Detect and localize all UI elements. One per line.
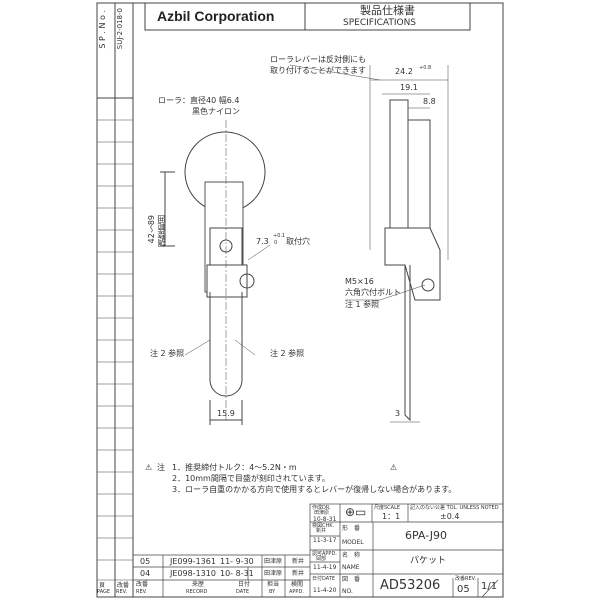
model-en: MODEL [342,539,364,546]
rev-row-date: 11- 9-30 [220,557,254,566]
notes-warning-icon: ⚠ [145,463,153,472]
appd-label: 認可APPD. [312,551,337,557]
no-en: NO. [342,588,353,595]
hole-tol-up: +0.1 [273,233,286,239]
model-value: 6PA-J90 [405,529,448,542]
rev-row-date: 10- 8-31 [220,569,254,578]
rev-row-appd: 新井 [292,558,305,565]
rev-row-appd: 新井 [292,570,305,577]
chk-label: 検図CHK. [312,523,335,529]
title-en: SPECIFICATIONS [343,18,417,28]
scale-value: 1：1 [382,512,401,521]
dim-range-label: 調整範囲 [157,215,166,247]
dim-3: 3 [395,409,401,418]
scale-label: 尺度SCALE [374,505,401,511]
bolt-size: M5×16 [345,277,374,286]
roller-material: 黒色ナイロン [192,107,240,116]
appd-date: 11-4-19 [313,564,337,571]
name-value: パケット [410,556,447,566]
dr-date: 10-8-31 [313,516,337,523]
dim-19: 19.1 [400,83,418,92]
hdr-by: 担当 [267,581,280,588]
note-1: 1．推奨締付トルク：4～5.2N・m [172,463,297,472]
rev-row-rev: 04 [140,569,151,578]
model-jp: 形 番 [342,525,361,532]
bolt-note: 注 1 参照 [345,300,380,309]
notes-marker: 注 [157,463,165,472]
roller-label: ローラ：直径40 幅6.4 [158,96,240,105]
rev-row-record: JE098-1310 [170,569,216,578]
hdr-record: 来歴 [192,581,205,588]
chk-name: 新井 [316,528,327,534]
warning-icon: ⚠ [390,463,398,472]
rev-label-tb: 改番REV. [455,576,476,582]
no-jp: 図 番 [342,576,361,583]
bolt-label: 六角穴付ボルト [345,288,401,297]
hole-label: 取付穴 [286,237,310,246]
hdr-rev-en: REV. [136,589,147,595]
dim-24-tol: +0.8 [419,65,432,71]
hdr-appd-en: APPD. [289,589,304,595]
hole-dim: 7.3 [256,237,269,246]
dim-8: 8.8 [423,97,436,106]
note2-left: 注 2 参照 [150,349,185,358]
date-label: 日付DATE [312,576,336,582]
drawing-number: AD53206 [380,578,441,593]
rev-row-rev: 05 [140,557,151,566]
hdr-record-en: RECORD [186,589,208,595]
sheet-number: 1/1 [481,581,498,592]
appd-name: 岡部 [316,556,327,562]
note2-right: 注 2 参照 [270,349,305,358]
dr-name: 田津原 [314,510,330,516]
lever-note-1: ローラレバーは反対側にも [270,55,366,64]
note-2: 2．10mm間隔で目盛が刻印されています。 [172,474,330,483]
rev-row-by: 田津原 [264,558,283,565]
chk-date: 11-3-17 [313,537,337,544]
name-en: NAME [342,564,360,571]
projection-symbol-icon: ⊕▭ [345,505,367,519]
tol-label: 記入のない公差 TOL. UNLESS NOTED [410,505,499,511]
page-label: 頁 [99,582,106,589]
note-3: 3．ローラ自重のかかる方向で使用するとレバーが復帰しない場合があります。 [172,485,457,494]
tol-value: ±0.4 [440,512,460,521]
page-en: PAGE [97,589,111,595]
rev-label: 改番 [117,582,130,589]
dr-label: 作成DR. [312,505,331,511]
rev-value: 05 [457,584,470,595]
hdr-date: 日付 [238,581,251,588]
hdr-date-en: DATE [236,589,250,595]
rev-en: REV. [116,589,127,595]
sp-no-value: SUJ-2-018-0 [116,8,124,50]
rev-row-record: JE099-1361 [170,557,216,566]
hdr-appd: 検閲 [291,581,304,588]
dim-24: 24.2 [395,67,413,76]
hdr-by-en: BY [269,589,276,595]
hole-tol-dn: 0 [274,240,278,246]
hdr-rev: 改番 [136,581,149,588]
sp-no-label: S P . N o . [98,10,107,49]
title-jp: 製品仕様書 [360,4,415,17]
company-name: Azbil Corporation [157,8,275,24]
rev-row-by: 田津原 [264,570,283,577]
dim-15: 15.9 [217,409,235,418]
dim-range: 42～89 [147,215,156,244]
date-value: 11-4-20 [313,587,337,594]
lever-note-2: 取り付けることができます [270,66,366,75]
name-jp: 名 称 [342,552,361,559]
